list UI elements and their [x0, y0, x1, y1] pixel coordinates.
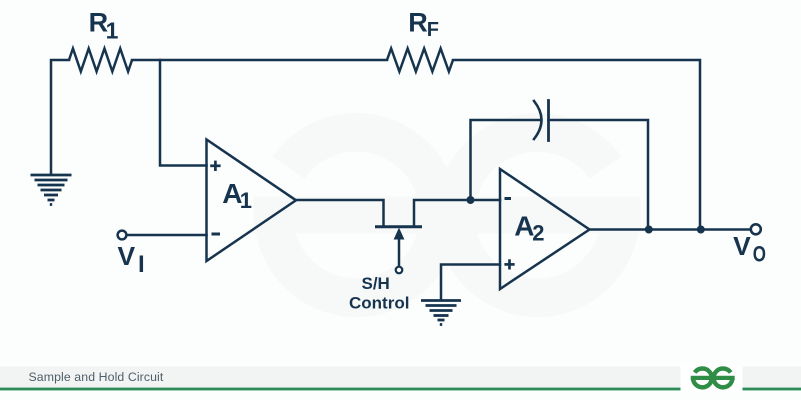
svg-text:R: R: [408, 8, 428, 38]
svg-text:V: V: [733, 231, 751, 261]
svg-text:2: 2: [532, 220, 544, 245]
svg-text:I: I: [138, 251, 145, 278]
svg-text:A: A: [222, 178, 242, 209]
svg-text:V: V: [118, 241, 136, 271]
svg-text:O: O: [753, 241, 766, 266]
svg-text:1: 1: [106, 17, 119, 43]
svg-text:R: R: [89, 8, 109, 38]
svg-text:Sample and Hold Circuit: Sample and Hold Circuit: [29, 370, 164, 384]
svg-text:Control: Control: [349, 294, 409, 313]
svg-text:F: F: [427, 19, 439, 41]
svg-text:S/H: S/H: [362, 274, 390, 293]
svg-text:1: 1: [240, 188, 252, 213]
svg-text:A: A: [514, 211, 534, 242]
